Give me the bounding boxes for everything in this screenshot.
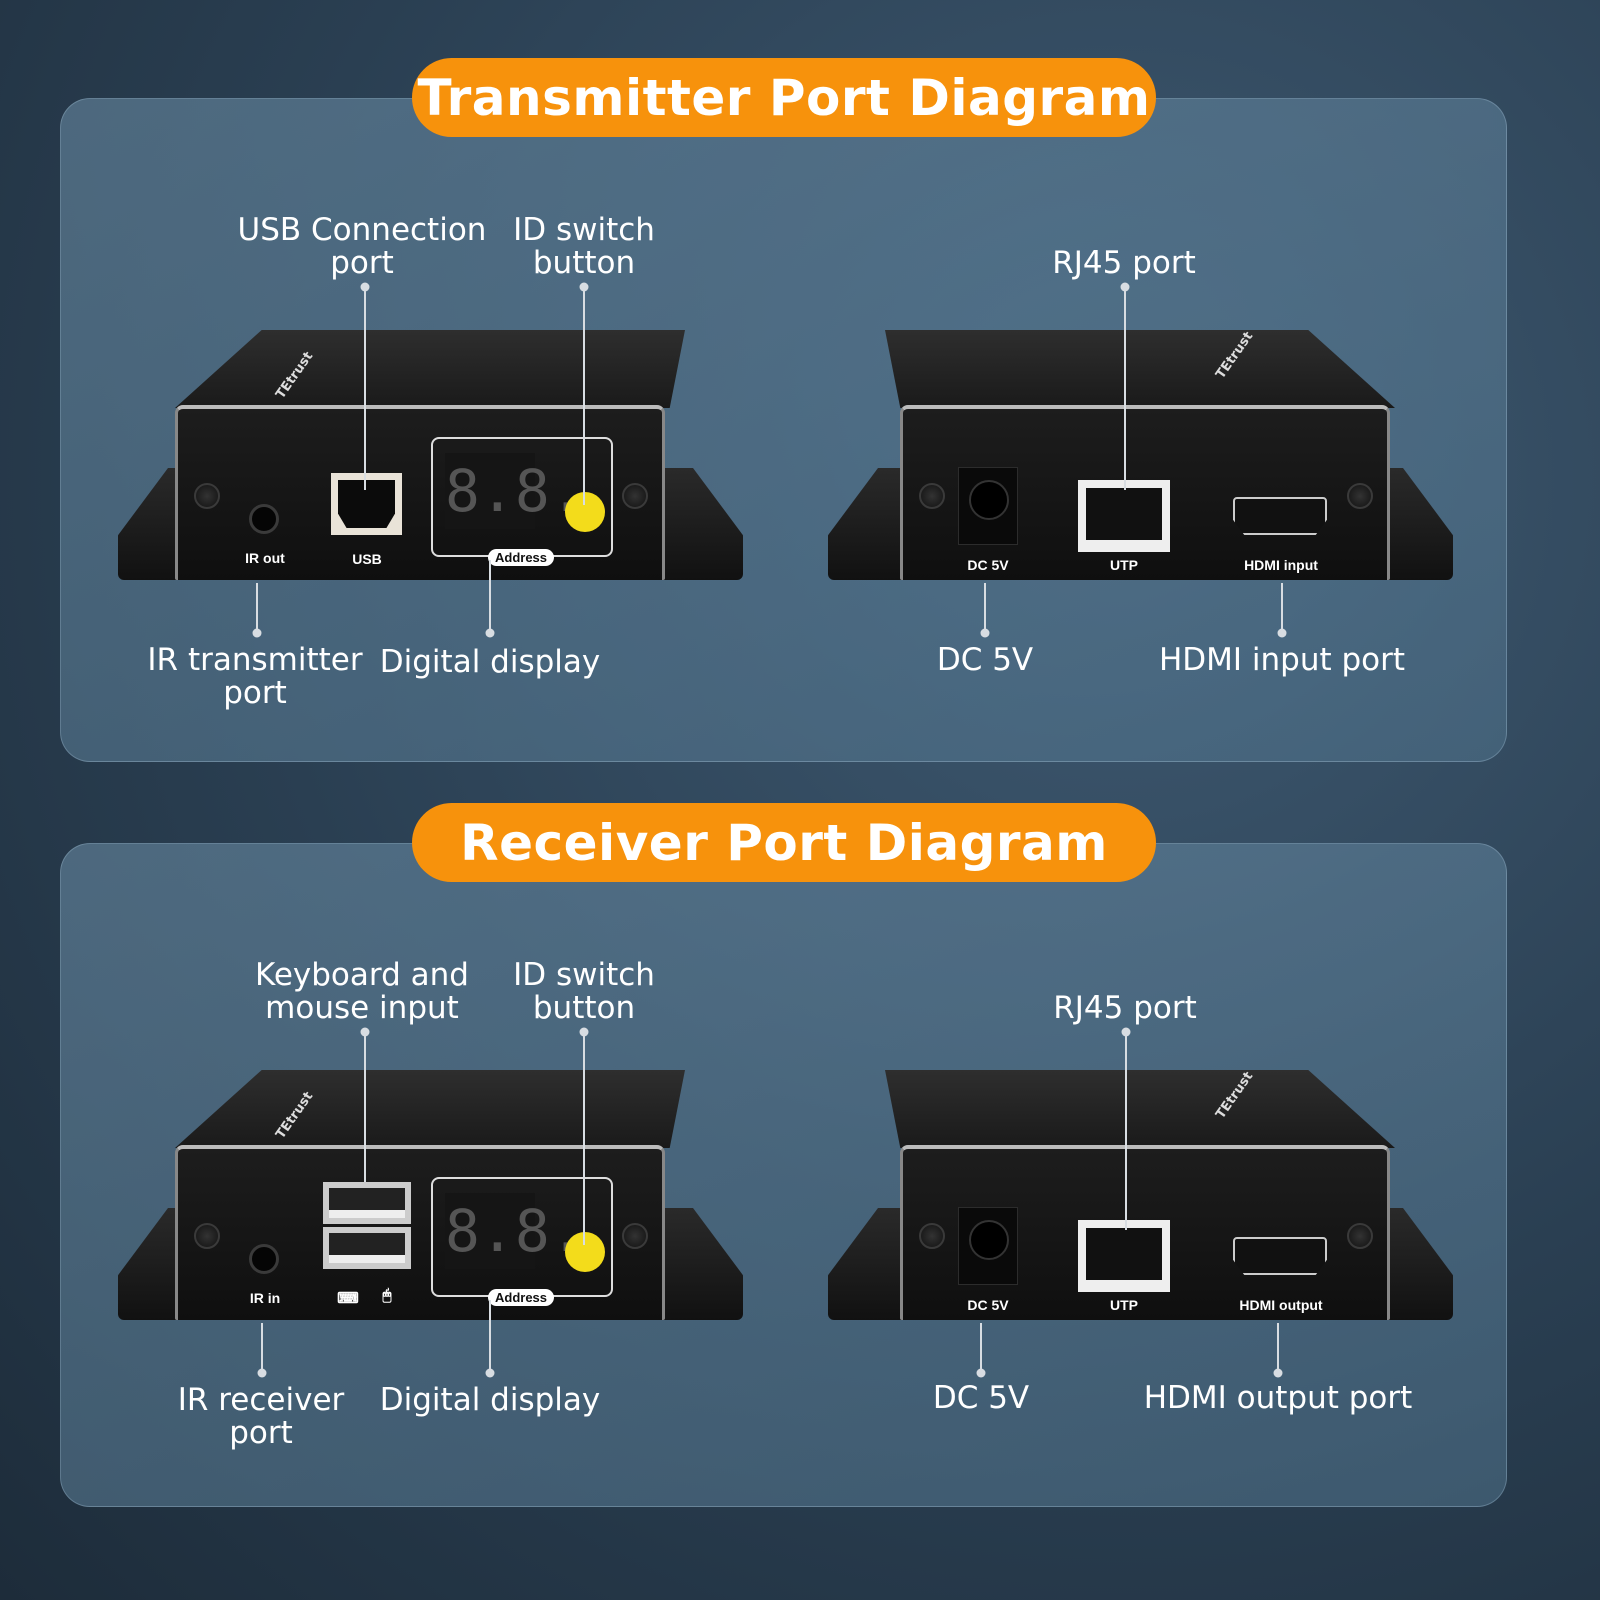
leader-line	[256, 583, 258, 633]
leader-line	[1281, 583, 1283, 633]
transmitter-front-unit: TEtrust IR out USB 8.8. Address	[118, 328, 743, 588]
id-switch-button[interactable]	[565, 1232, 605, 1272]
transmitter-title: Transmitter Port Diagram	[412, 58, 1156, 137]
display-digits: 8.8.	[445, 453, 585, 529]
leader-line	[984, 583, 986, 633]
hdmi-label: HDMI output	[1239, 1297, 1323, 1313]
leader-line	[583, 1032, 585, 1245]
receiver-front-unit: TEtrust IR in ⌨ 🖱 8.8. Address	[118, 1068, 743, 1328]
hdmi-port	[1233, 497, 1327, 535]
ir-in-jack	[249, 1244, 279, 1274]
leader-line	[1124, 287, 1126, 490]
leader-line	[583, 287, 585, 505]
rj45-port	[1078, 480, 1170, 552]
callout-dc: DC 5V	[932, 1380, 1030, 1416]
usb-a-port	[323, 1182, 411, 1224]
front-panel: IR out USB 8.8. Address	[175, 405, 665, 580]
utp-label: UTP	[1110, 1297, 1138, 1313]
mouse-icon: 🖱	[382, 1287, 392, 1304]
dc-label: DC 5V	[967, 557, 1009, 573]
hdmi-label: HDMI input	[1244, 557, 1318, 573]
screw-icon	[1347, 1223, 1373, 1249]
screw-icon	[919, 1223, 945, 1249]
screw-icon	[919, 483, 945, 509]
ir-in-label: IR in	[249, 1290, 281, 1306]
rear-panel: DC 5V UTP HDMI input	[900, 405, 1390, 580]
callout-display: Digital display	[379, 1382, 601, 1418]
receiver-title: Receiver Port Diagram	[412, 803, 1156, 882]
screw-icon	[622, 1223, 648, 1249]
screw-icon	[194, 1223, 220, 1249]
keyboard-icon: ⌨	[337, 1290, 359, 1307]
leader-line	[489, 1300, 491, 1373]
callout-hdmi: HDMI input port	[1158, 642, 1406, 678]
callout-rj45: RJ45 port	[1053, 990, 1197, 1026]
address-label: Address	[488, 549, 555, 566]
device-top	[175, 330, 685, 408]
leader-line	[1125, 1032, 1127, 1230]
ir-out-jack	[249, 504, 279, 534]
leader-line	[364, 287, 366, 490]
rj45-port	[1078, 1220, 1170, 1292]
id-switch-button[interactable]	[565, 492, 605, 532]
screw-icon	[194, 483, 220, 509]
transmitter-rear-unit: TEtrust DC 5V UTP HDMI input	[828, 328, 1453, 588]
device-top	[885, 1070, 1395, 1148]
rear-panel: DC 5V UTP HDMI output	[900, 1145, 1390, 1320]
screw-icon	[622, 483, 648, 509]
device-top	[885, 330, 1395, 408]
dc-power-jack	[958, 1207, 1018, 1285]
front-panel: IR in ⌨ 🖱 8.8. Address	[175, 1145, 665, 1320]
callout-dc: DC 5V	[936, 642, 1034, 678]
dc-label: DC 5V	[967, 1297, 1009, 1313]
usb-label: USB	[352, 551, 382, 567]
digital-display: 8.8. Address	[431, 1177, 613, 1306]
digital-display: 8.8. Address	[431, 437, 613, 566]
display-digits: 8.8.	[445, 1193, 585, 1269]
callout-display: Digital display	[379, 644, 601, 680]
ir-out-label: IR out	[245, 550, 285, 566]
leader-line	[364, 1032, 366, 1182]
utp-label: UTP	[1110, 557, 1138, 573]
leader-line	[1277, 1323, 1279, 1373]
leader-line	[980, 1323, 982, 1373]
leader-line	[261, 1323, 263, 1373]
usb-a-port	[323, 1227, 411, 1269]
address-label: Address	[488, 1289, 555, 1306]
dc-power-jack	[958, 467, 1018, 545]
receiver-rear-unit: TEtrust DC 5V UTP HDMI output	[828, 1068, 1453, 1328]
screw-icon	[1347, 483, 1373, 509]
usb-b-port	[331, 473, 402, 535]
callout-rj45: RJ45 port	[1052, 245, 1196, 281]
leader-line	[489, 560, 491, 633]
device-top	[175, 1070, 685, 1148]
callout-hdmi: HDMI output port	[1143, 1380, 1413, 1416]
hdmi-port	[1233, 1237, 1327, 1275]
